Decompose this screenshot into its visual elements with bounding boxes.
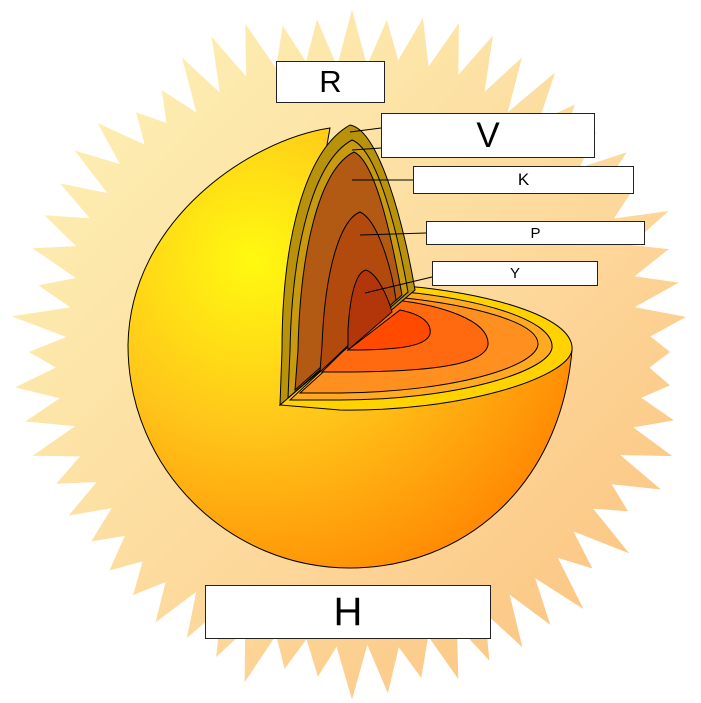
cut-surface-core — [346, 309, 431, 351]
sphere-surface — [127, 127, 573, 569]
label-h: H — [205, 585, 491, 639]
label-k: K — [413, 166, 634, 194]
label-v: V — [381, 113, 595, 158]
label-r: R — [276, 61, 385, 103]
label-p: P — [426, 221, 645, 245]
leader-line-v — [349, 127, 382, 133]
leader-line-p — [359, 232, 427, 236]
cut-face-core — [347, 269, 393, 352]
label-y: Y — [432, 261, 598, 286]
leader-line-v2 — [351, 147, 382, 151]
leader-line-y — [364, 276, 433, 294]
